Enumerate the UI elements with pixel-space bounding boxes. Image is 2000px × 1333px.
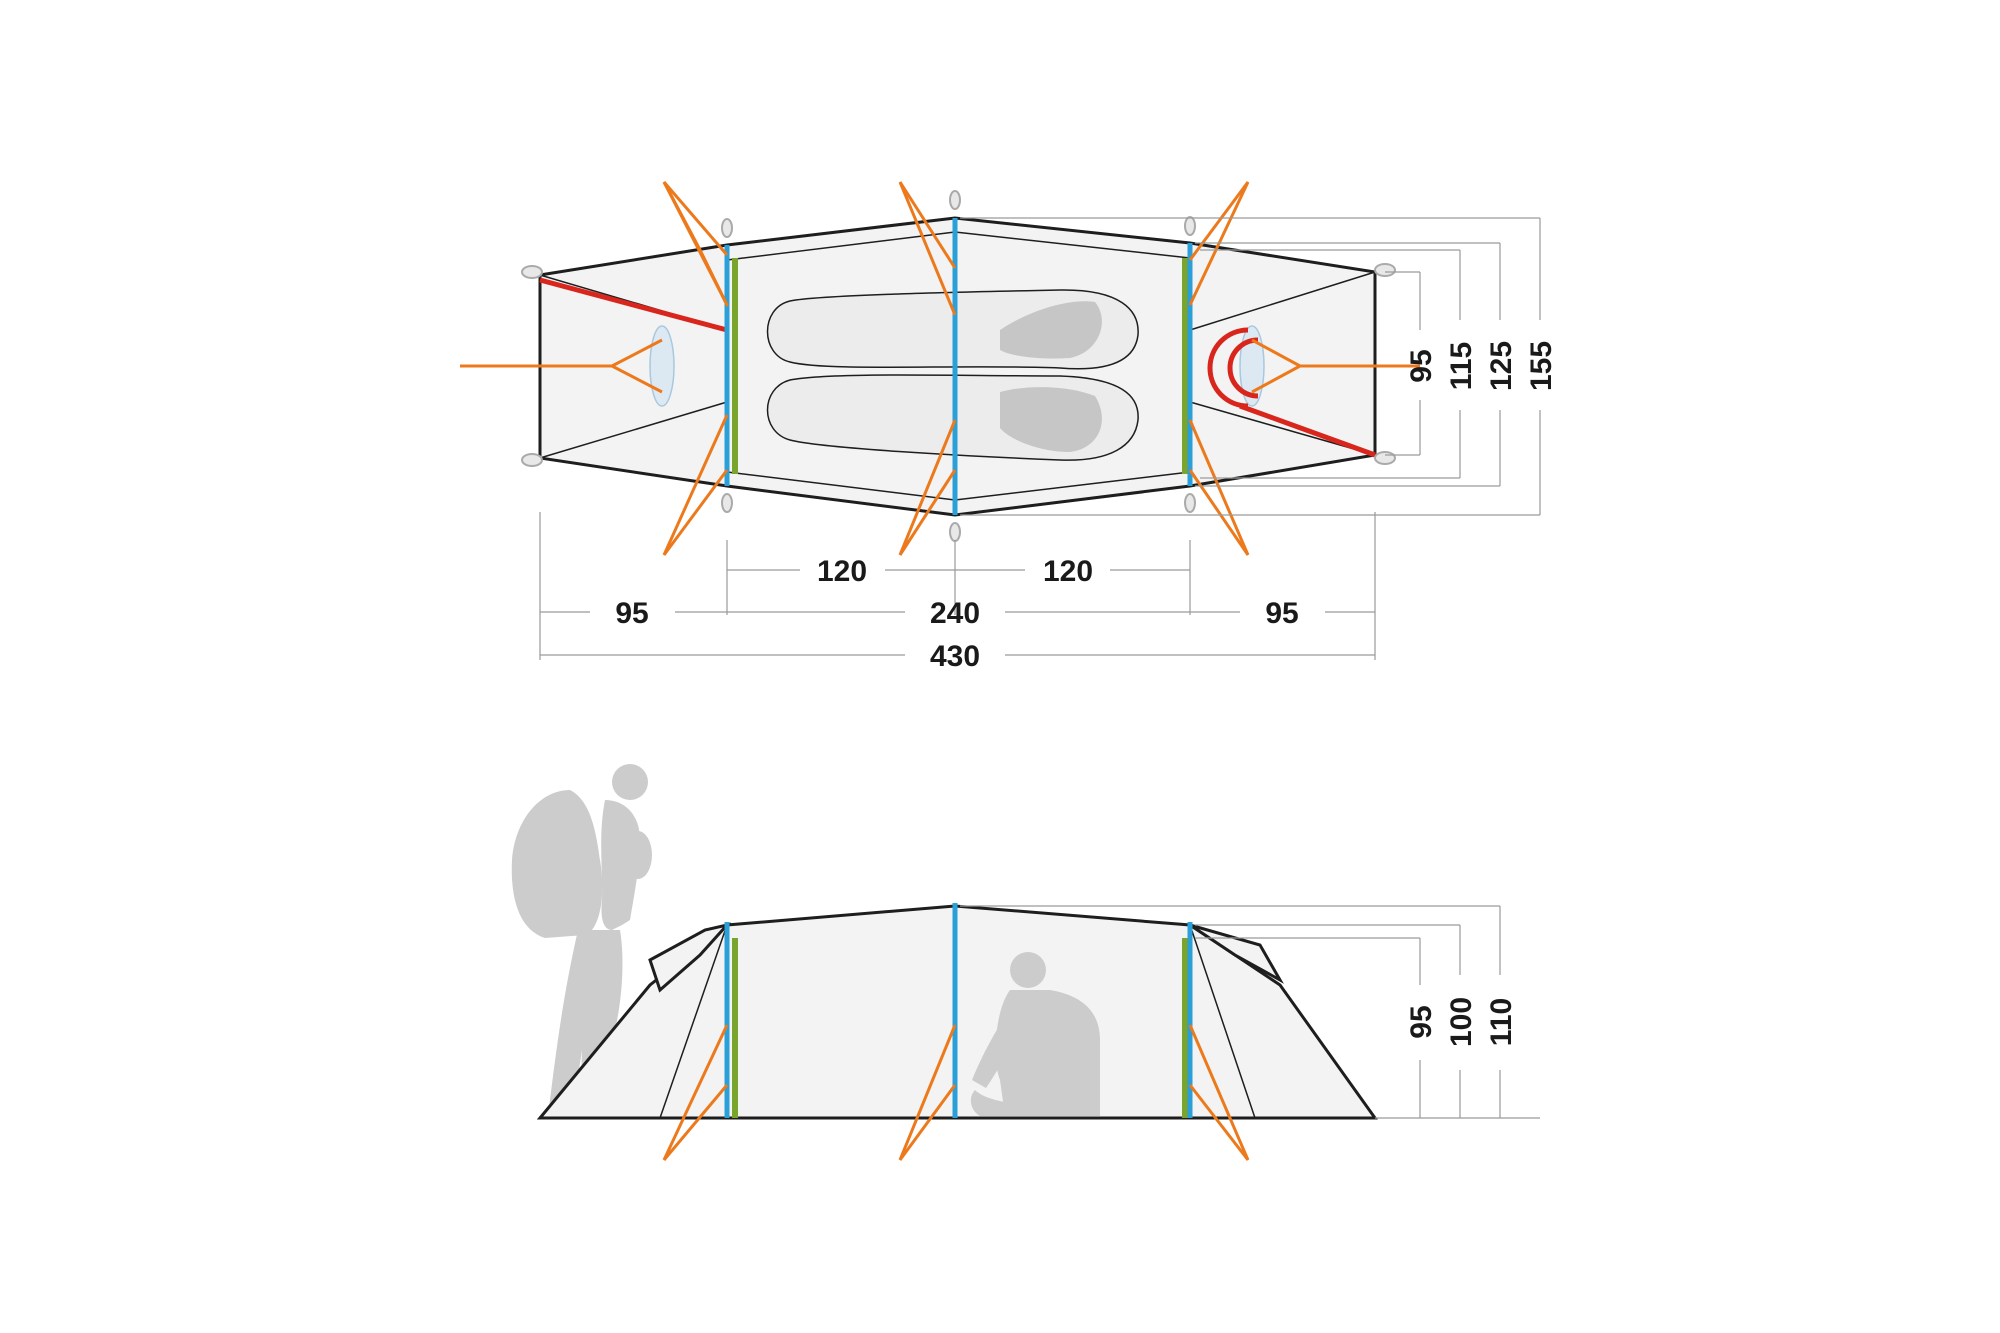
dim-shoulder-height: 100 <box>1445 997 1478 1047</box>
side-right-panel-line <box>1189 924 1256 1119</box>
side-guy-lines <box>662 1024 1250 1161</box>
top-guy-lines <box>460 181 1420 556</box>
dim-left-vestibule: 95 <box>615 597 648 630</box>
dim-end-hoop-height: 95 <box>1405 1005 1438 1038</box>
side-left-panel-line <box>659 924 728 1119</box>
top-length-dimensions <box>539 512 1376 660</box>
right-vent <box>1239 325 1265 407</box>
inner-tent-lines <box>726 231 1191 501</box>
left-red-pole <box>539 277 728 333</box>
side-height-dimensions <box>960 905 1540 1119</box>
dim-inner-half-left: 120 <box>817 555 867 588</box>
dim-hoop-width: 125 <box>1485 341 1518 391</box>
dim-end-width: 95 <box>1405 349 1438 382</box>
dim-center-height: 110 <box>1485 998 1518 1046</box>
right-red-pole <box>1207 327 1376 458</box>
side-view: 95 100 110 <box>511 764 1540 1161</box>
dim-inner-total: 240 <box>930 597 980 630</box>
top-width-dimensions <box>960 217 1541 516</box>
dim-right-vestibule: 95 <box>1265 597 1298 630</box>
dim-inner-end-width: 115 <box>1445 342 1478 390</box>
dim-center-width: 155 <box>1525 341 1558 391</box>
dim-inner-half-right: 120 <box>1043 555 1093 588</box>
dim-overall-length: 430 <box>930 640 980 673</box>
seated-person-silhouette-icon <box>970 952 1100 1116</box>
left-vent <box>649 325 675 407</box>
top-view: 120 120 95 240 95 430 95 115 125 155 <box>460 181 1558 673</box>
top-pegs <box>521 190 1396 542</box>
left-vestibule-flap <box>648 922 732 993</box>
